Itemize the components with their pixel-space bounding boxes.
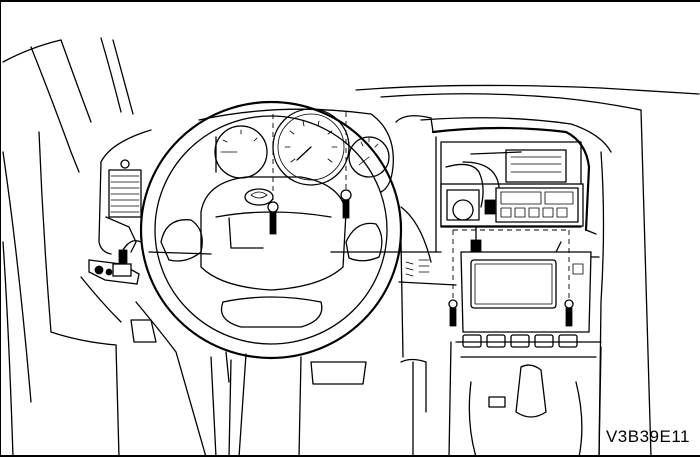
stack-screw-guides <box>452 229 570 302</box>
instrument-cluster <box>198 108 394 193</box>
fuel-gauge-dial <box>348 136 390 178</box>
lower-console <box>448 251 602 455</box>
headlamp-switch-connector <box>88 216 142 285</box>
radio-unit <box>440 183 584 227</box>
lower-left-trim <box>80 276 157 343</box>
misc-details <box>418 241 600 273</box>
screw-stack-right <box>564 299 574 327</box>
steering-wheel <box>139 100 403 360</box>
dashboard-top-contour <box>100 84 700 455</box>
screw-right-hub <box>340 112 352 219</box>
gear-lever <box>515 364 547 418</box>
radio-wire-harness <box>445 161 500 253</box>
cabin-outline <box>2 37 302 455</box>
screw-stack-left <box>448 299 458 327</box>
pedal-outline <box>310 361 367 385</box>
screw-left-hub <box>267 114 279 235</box>
figure-id-label: V3B39E11 <box>605 427 690 446</box>
dash-lower-panel <box>148 206 457 455</box>
